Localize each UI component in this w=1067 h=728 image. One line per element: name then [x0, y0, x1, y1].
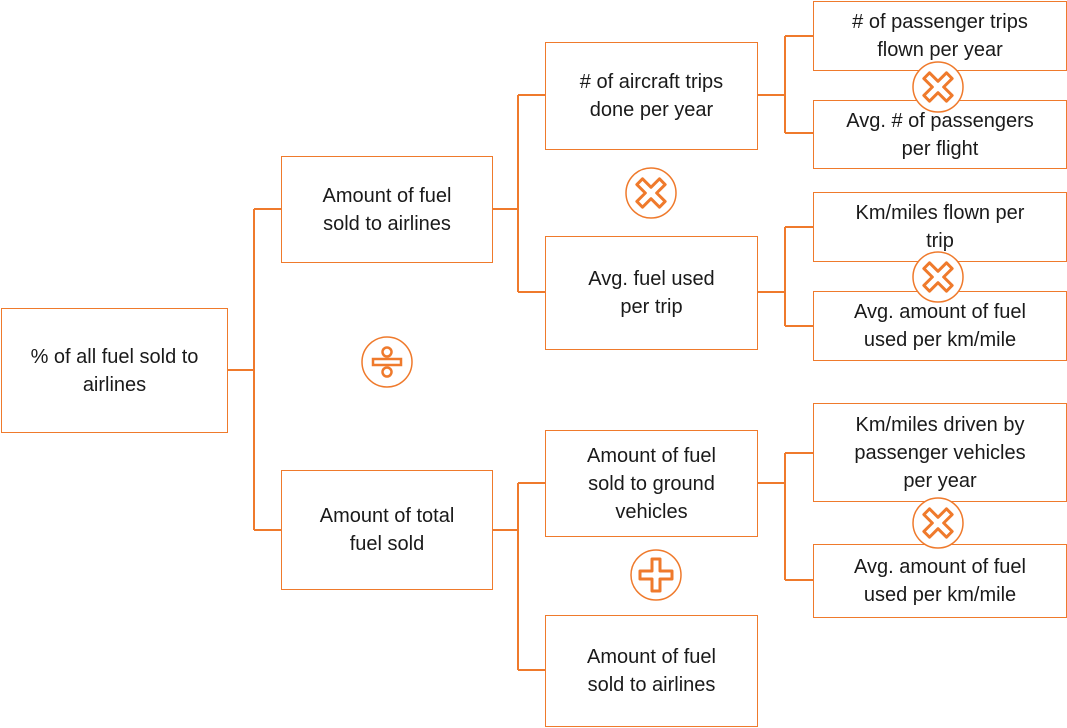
divide-icon: [361, 336, 413, 388]
avg-fuel-per-trip-node: Avg. fuel used per trip: [545, 236, 758, 350]
plus-icon: [630, 549, 682, 601]
km-driven-node: Km/miles driven by passenger vehicles pe…: [813, 403, 1067, 502]
multiply-icon: [912, 61, 964, 113]
fuel-to-airlines-node-2: Amount of fuel sold to airlines: [545, 615, 758, 727]
fuel-to-ground-vehicles-node: Amount of fuel sold to ground vehicles: [545, 430, 758, 537]
km-per-trip-node: Km/miles flown per trip: [813, 192, 1067, 262]
total-fuel-sold-node: Amount of total fuel sold: [281, 470, 493, 590]
avg-fuel-per-km-ground-node: Avg. amount of fuel used per km/mile: [813, 544, 1067, 618]
fuel-sold-to-airlines-node: Amount of fuel sold to airlines: [281, 156, 493, 263]
multiply-icon: [912, 497, 964, 549]
aircraft-trips-node: # of aircraft trips done per year: [545, 42, 758, 150]
passenger-trips-node: # of passenger trips flown per year: [813, 1, 1067, 71]
root-node: % of all fuel sold to airlines: [1, 308, 228, 433]
multiply-icon: [912, 251, 964, 303]
avg-passengers-node: Avg. # of passengers per flight: [813, 100, 1067, 169]
multiply-icon: [625, 167, 677, 219]
